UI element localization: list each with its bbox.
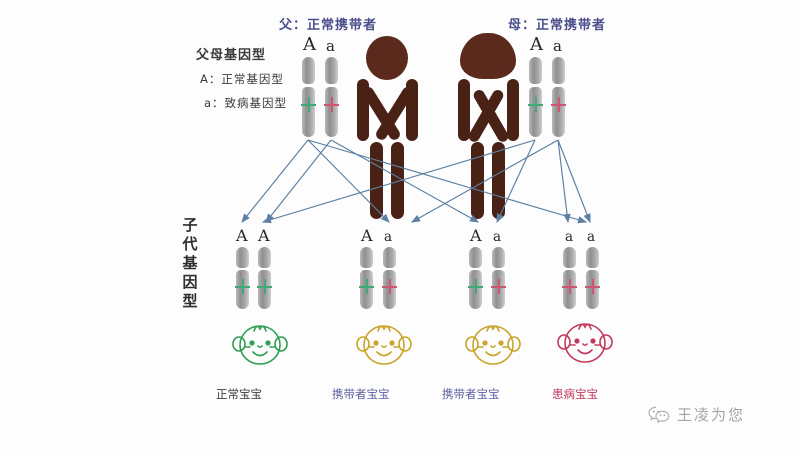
watermark: 王凌为您	[648, 404, 745, 425]
arrow-mother-a-to-child2	[410, 139, 559, 223]
chromatid-arm	[529, 57, 542, 85]
child4-allele-2: a	[587, 229, 596, 245]
arrow-father-a-to-child3	[330, 139, 480, 223]
legend-normal-allele: A：正常基因型	[200, 72, 284, 86]
legend-disease-allele: a：致病基因型	[204, 96, 288, 110]
gene-marker-disease	[585, 279, 600, 294]
vlabel-char: 因	[182, 272, 198, 291]
child3-allele-2: a	[493, 229, 502, 245]
father-head	[366, 36, 408, 80]
gene-marker-disease	[324, 97, 339, 112]
chromatid-arm	[325, 57, 338, 85]
arrow-mother-a-to-child4b	[557, 139, 591, 224]
child3-label: 携带者宝宝	[442, 387, 500, 401]
father-allele-2: a	[326, 37, 335, 55]
gene-marker-normal	[235, 279, 250, 294]
child1-allele-1: A	[236, 226, 248, 245]
gene-marker-normal	[301, 97, 316, 112]
child1-allele-2: A	[258, 226, 270, 245]
child3-chromosome-2	[491, 247, 506, 309]
father-title: 父：正常携带者	[279, 18, 378, 33]
child4-allele-1: a	[565, 229, 574, 245]
child4-chromosome-2	[585, 247, 600, 309]
vlabel-char: 代	[182, 234, 198, 253]
vlabel-char: 型	[182, 291, 198, 310]
father-leg-left	[370, 142, 383, 219]
child3-allele-1: A	[470, 226, 482, 245]
chromatid-arm	[552, 57, 565, 85]
child2-chromosome-2	[382, 247, 397, 309]
chromatid-arm	[469, 247, 482, 269]
gene-marker-normal	[359, 279, 374, 294]
father-chromosome-A	[301, 57, 316, 137]
chromatid-arm	[360, 247, 373, 269]
gene-marker-normal	[528, 97, 543, 112]
mother-leg-right	[492, 142, 505, 219]
gene-marker-normal	[468, 279, 483, 294]
mother-chromosome-a	[551, 57, 566, 137]
mother-allele-1: A	[530, 34, 543, 55]
arrow-father-a-to-child1b	[265, 139, 332, 223]
child2-label: 携带者宝宝	[332, 387, 390, 401]
chromatid-arm	[492, 247, 505, 269]
chromatid-arm	[563, 247, 576, 269]
mother-allele-2: a	[553, 37, 562, 55]
arrow-father-A-to-child1	[241, 139, 309, 223]
chromatid-arm	[383, 247, 396, 269]
child1-chromosome-2	[257, 247, 272, 309]
gene-marker-disease	[491, 279, 506, 294]
chromatid-arm	[258, 247, 271, 269]
mother-leg-left	[471, 142, 484, 219]
gene-marker-disease	[562, 279, 577, 294]
child1-baby-icon	[232, 325, 288, 365]
father-leg-right	[391, 142, 404, 219]
mother-chromosome-A	[528, 57, 543, 137]
child2-chromosome-1	[359, 247, 374, 309]
mother-title: 母：正常携带者	[508, 18, 607, 33]
chromatid-arm	[586, 247, 599, 269]
mother-head	[472, 40, 504, 78]
child2-allele-2: a	[384, 229, 393, 245]
arrow-group	[241, 139, 591, 224]
offspring-genotype-label: 子 代 基 因 型	[178, 216, 202, 310]
child3-chromosome-1	[468, 247, 483, 309]
gene-marker-normal	[257, 279, 272, 294]
arrow-mother-a-to-child4	[557, 139, 571, 224]
vlabel-char: 子	[182, 216, 198, 234]
child1-label: 正常宝宝	[216, 387, 262, 401]
gene-marker-disease	[382, 279, 397, 294]
vlabel-char: 基	[182, 253, 198, 272]
child4-label: 患病宝宝	[552, 387, 598, 401]
legend-title: 父母基因型	[196, 48, 267, 63]
mother-arm-right	[507, 79, 519, 141]
father-allele-1: A	[303, 34, 316, 55]
arrow-father-A-to-child4	[307, 139, 588, 224]
father-chromosome-a	[324, 57, 339, 137]
watermark-text: 王凌为您	[677, 406, 746, 424]
chromatid-arm	[302, 57, 315, 85]
child4-baby-icon	[557, 323, 613, 363]
child4-chromosome-1	[562, 247, 577, 309]
chromatid-arm	[236, 247, 249, 269]
child2-baby-icon	[356, 325, 412, 365]
child3-baby-icon	[465, 325, 521, 365]
child2-allele-1: A	[361, 226, 373, 245]
wechat-icon	[648, 406, 670, 424]
child1-chromosome-1	[235, 247, 250, 309]
mother-arm-left	[458, 79, 470, 141]
gene-marker-disease	[551, 97, 566, 112]
